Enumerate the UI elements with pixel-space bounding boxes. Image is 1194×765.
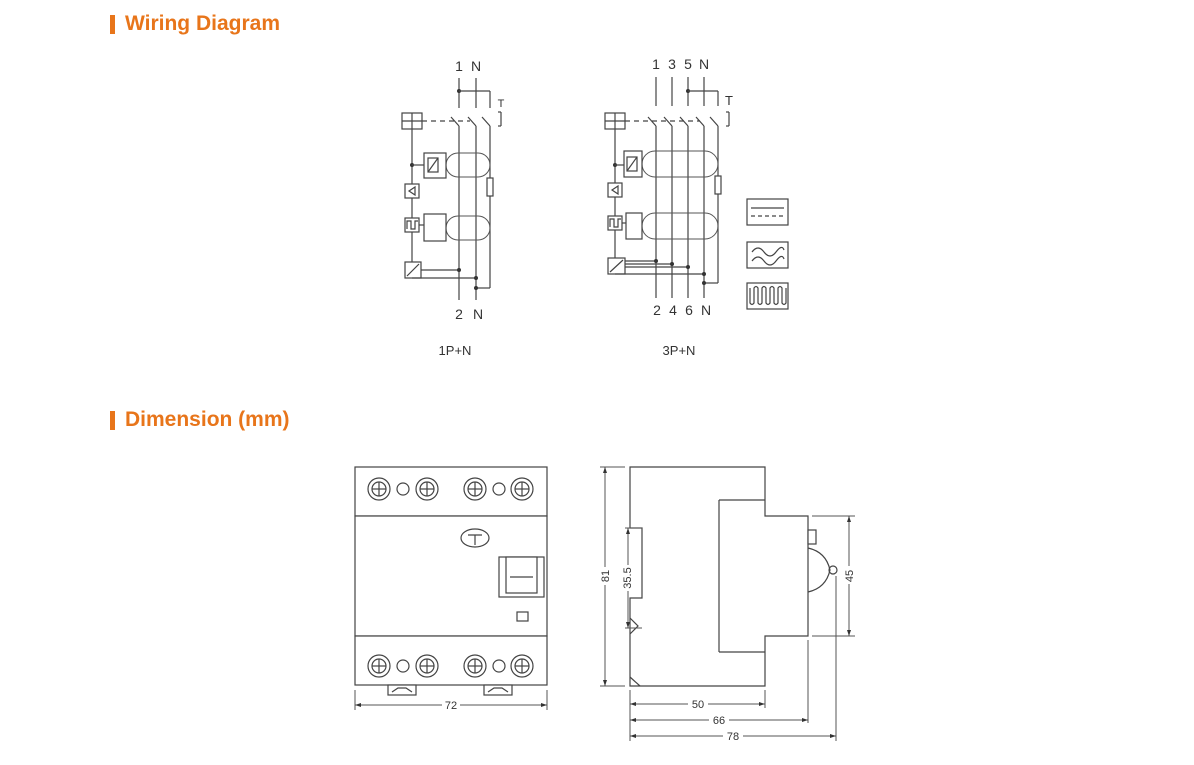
dimension-depth-50: 50 — [692, 699, 704, 711]
dimension-rail-height: 35.5 — [622, 567, 634, 588]
dimension-title: Dimension (mm) — [125, 408, 290, 431]
pulsating-dc-symbol — [746, 282, 789, 310]
dimension-front-height: 45 — [844, 570, 856, 582]
terminal-label: 2 — [653, 302, 661, 318]
dimension-width: 72 — [445, 700, 457, 712]
wiring-diagram-title: Wiring Diagram — [125, 12, 280, 35]
current-type-symbols — [746, 198, 789, 310]
terminal-label: 6 — [685, 302, 693, 318]
wiring-diagram-heading: Wiring Diagram — [110, 12, 280, 36]
dimension-depth-78: 78 — [727, 731, 739, 743]
diagram-caption: 3P+N — [663, 343, 696, 358]
wiring-diagram-1p-n: 1 N T — [401, 58, 505, 358]
diagram-caption: 1P+N — [439, 343, 472, 358]
terminal-label: 2 — [455, 306, 463, 322]
terminal-label: 4 — [669, 302, 677, 318]
test-label: T — [725, 93, 733, 108]
terminal-label: N — [471, 58, 481, 74]
terminal-label: N — [473, 306, 483, 322]
dimension-depth-66: 66 — [713, 715, 725, 727]
heading-accent-bar — [110, 14, 115, 34]
side-view: 81 35.5 45 50 66 78 — [598, 466, 856, 743]
terminal-label: N — [701, 302, 711, 318]
front-view: 72 — [354, 466, 548, 712]
terminal-label: 5 — [684, 56, 692, 72]
wiring-diagram-3p-n: 1 3 5 N T — [604, 56, 733, 358]
dimension-height: 81 — [600, 570, 612, 582]
ac-symbol — [746, 241, 789, 269]
terminal-label: 3 — [668, 56, 676, 72]
terminal-label: N — [699, 56, 709, 72]
heading-accent-bar — [110, 410, 115, 430]
dimension-heading: Dimension (mm) — [110, 408, 290, 432]
terminal-label: 1 — [455, 58, 463, 74]
terminal-label: 1 — [652, 56, 660, 72]
dc-symbol — [746, 198, 789, 226]
test-label: T — [498, 98, 505, 110]
